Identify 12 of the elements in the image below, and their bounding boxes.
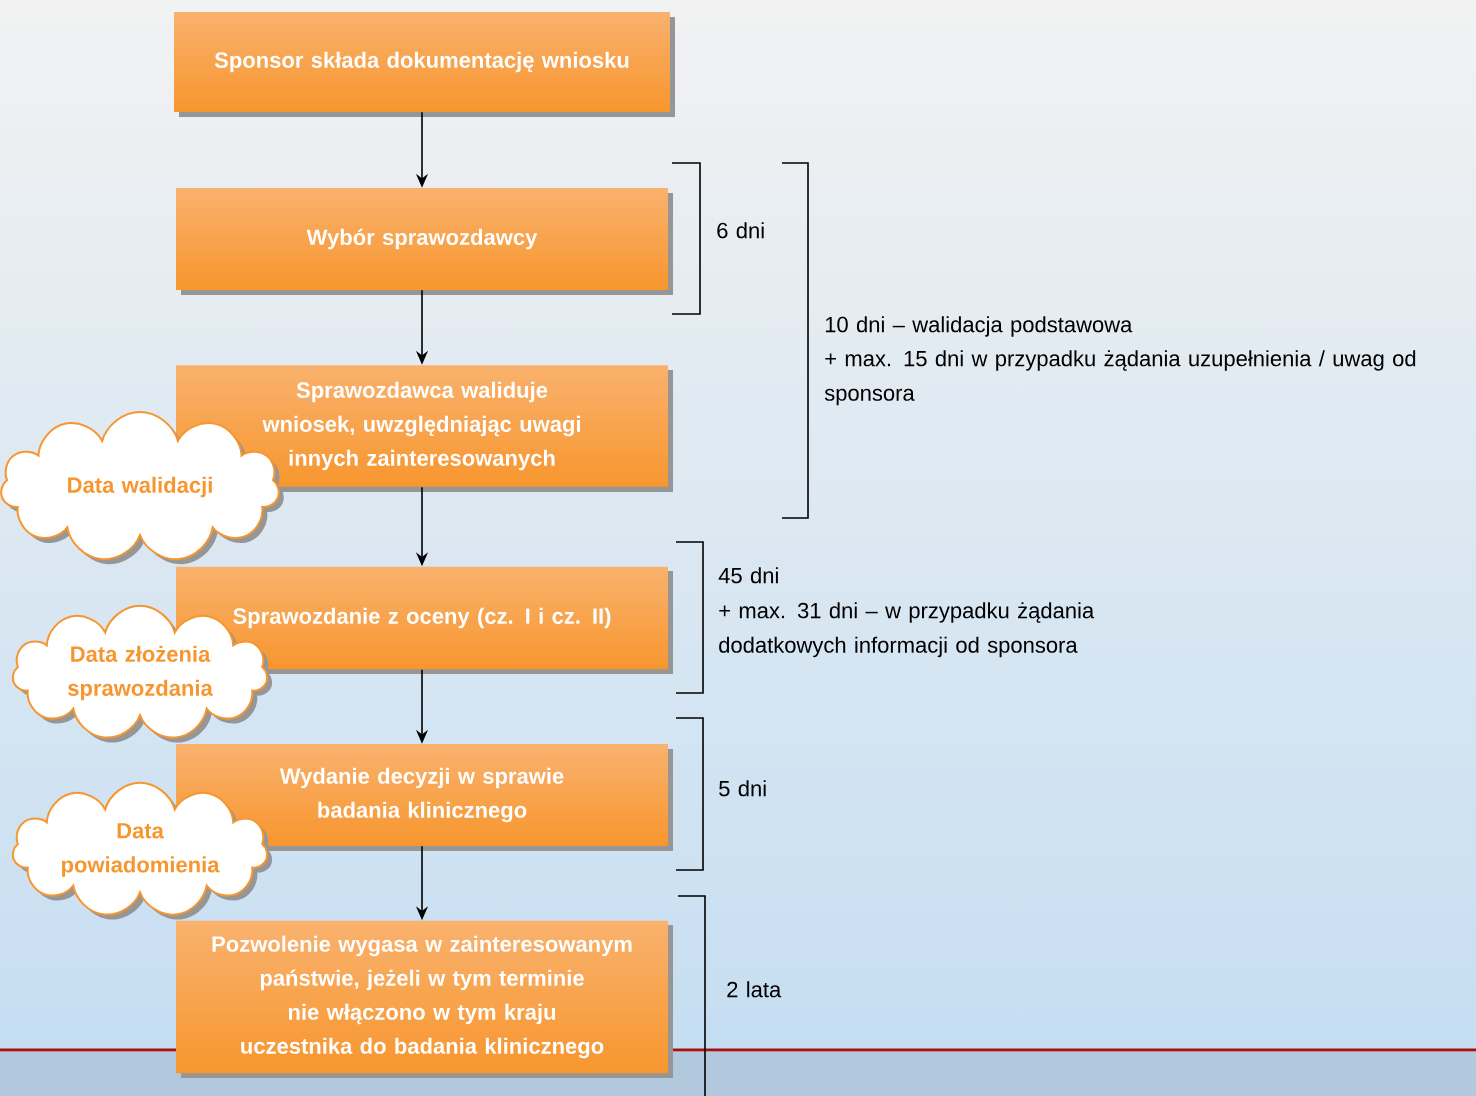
process-box: Pozwolenie wygasa w zainteresowanym państwie, jeżeli w tym terminie nie włączono w tym kraju uczestnika do badania klinicznego [176,920,673,1078]
process-box: Wydanie decyzji w sprawie badania klinicznego [176,744,673,851]
duration-note: 6 dni [717,222,764,239]
duration-note: 10 dni – walidacja podstawowa [825,316,1133,337]
duration-note: 45 dni [718,567,778,584]
callout-cloud: Data powiadomienia [11,781,273,920]
duration-note: 2 lata [727,981,782,998]
duration-note: + max. 15 dni w przypadku żądania uzupełnienia / uwag od sponsora [824,350,1416,406]
duration-note: 5 dni [719,780,766,797]
duration-note: + max. 31 dni – w przypadku żądania dodatkowych informacji od sponsora [719,602,1095,658]
process-box: Sponsor składa dokumentację wniosku [174,12,675,117]
process-box: Wybór sprawozdawcy [176,188,673,295]
